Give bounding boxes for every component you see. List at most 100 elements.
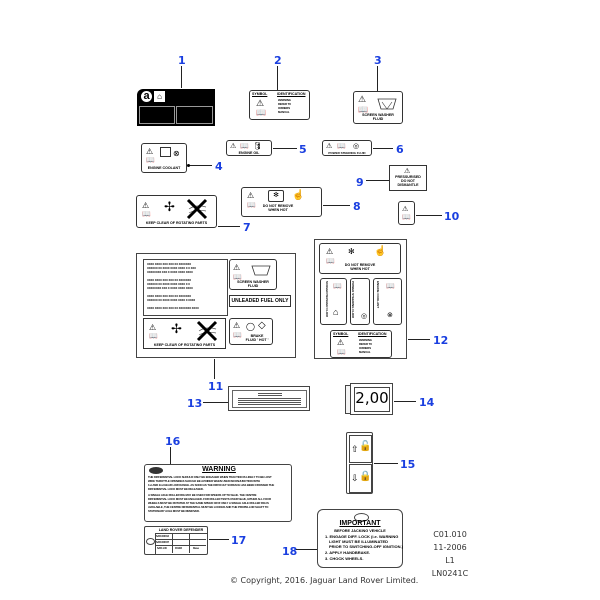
oil-can-icon: 🛢 <box>253 143 262 150</box>
leader-line-14 <box>394 401 416 402</box>
copyright-notice: © Copyright, 2016. Jaguar Land Rover Lim… <box>230 576 419 585</box>
line-refer: REFER TO <box>359 343 373 346</box>
steering-wheel-icon: ◎ <box>353 143 360 150</box>
grid-frame <box>155 533 207 554</box>
book-icon: 📖 <box>333 283 342 290</box>
warning-triangle-icon: ⚠ <box>326 247 334 256</box>
caption: KEEP CLEAR OF ROTATING PARTS <box>145 221 208 225</box>
label-12-sheet[interactable]: ⚠ 📖 ✻ ☝ DO NOT REMOVE WHEN HOT SCREEN WA… <box>314 239 407 359</box>
label-6-power-steering-fluid[interactable]: ⚠ 📖 ◎ POWER STEERING FLUID <box>322 140 372 156</box>
row-1: SAR-000012 <box>156 535 169 538</box>
washer-sub-label: ⚠ 📖 SCREEN WASHER FLUID <box>229 259 277 290</box>
label-13-plate[interactable] <box>228 386 310 411</box>
label-14-tyre-pressure[interactable]: 2,00 <box>345 383 393 415</box>
warning-line: A SINGLE AXLE ROLLER RIG MAY BE USED FOR… <box>148 494 257 497</box>
leader-line-15 <box>374 463 398 464</box>
label-2-symbol-identification[interactable]: SYMBOL IDENTIFICATION ⚠ 📖 WARNING REFER … <box>249 90 310 120</box>
windscreen-washer-icon: ⌂ <box>333 307 339 317</box>
warning-triangle-icon: ⚠ <box>149 323 157 332</box>
callout-8[interactable]: 8 <box>353 200 361 213</box>
callout-11[interactable]: 11 <box>208 380 224 393</box>
callout-13[interactable]: 13 <box>187 397 203 410</box>
callout-6[interactable]: 6 <box>396 143 404 156</box>
leader-line-2 <box>277 66 278 90</box>
label-9-pressurised[interactable]: ⚠ PRESSURISED DO NOT DISMANTLE <box>389 165 427 191</box>
callout-1[interactable]: 1 <box>178 54 186 67</box>
label-16-warning-diff-lock[interactable]: WARNING THE DIFFERENTIAL LOCK SHOULD ONL… <box>144 464 292 522</box>
warning-line: STATIONARY AXLE MUST BE REMOVED. <box>148 510 200 513</box>
rotating-sub-label: ⚠ 📖 ✢ KEEP CLEAR OF ROTATING PARTS <box>143 318 226 349</box>
callout-16[interactable]: 16 <box>165 435 181 448</box>
callout-3[interactable]: 3 <box>374 54 382 67</box>
line-refer: REFER TO <box>278 103 292 106</box>
radiator-cap-icon: ⊗ <box>387 312 393 319</box>
leader-line-6 <box>373 148 393 149</box>
label-4-engine-coolant[interactable]: ⚠ 📖 ⊗ ENGINE COOLANT <box>141 143 187 173</box>
identification-header: IDENTIFICATION <box>358 332 387 336</box>
leader-line-12 <box>408 339 430 340</box>
text-line: XXXX XXXX XXX XXX XX XXXXXXX <box>147 295 191 298</box>
callout-15[interactable]: 15 <box>400 458 416 471</box>
leader-line-16 <box>170 447 171 464</box>
callout-10[interactable]: 10 <box>444 210 460 223</box>
label-11-sheet[interactable]: XXXX XXXX XXX XXX XX XXXXXXX XXXXXX XX X… <box>136 253 296 358</box>
padlock-open-icon: 🔓 <box>359 441 372 452</box>
callout-14[interactable]: 14 <box>419 396 435 409</box>
callout-5[interactable]: 5 <box>299 143 307 156</box>
callout-4[interactable]: 4 <box>215 160 223 173</box>
label-18-important-jacking[interactable]: IMPORTANT BEFORE JACKING VEHICLE 1. ENGA… <box>317 509 403 568</box>
vertical-caption: POWER STEERING FLUID <box>351 281 355 319</box>
label-1-energy-rating[interactable]: a ⌂ <box>137 89 215 126</box>
line-manual: MANUAL <box>278 111 290 114</box>
do-not-remove-sub-label: ⚠ 📖 ✻ ☝ DO NOT REMOVE WHEN HOT <box>319 243 401 274</box>
label-17-vin-plate[interactable]: LAND ROVER DEFENDER SAR-000012 SAR-00004… <box>144 526 208 555</box>
callout-18[interactable]: 18 <box>282 545 298 558</box>
identification-header: IDENTIFICATION <box>277 92 306 96</box>
book-icon: 📖 <box>149 333 158 340</box>
prohibited-hand-icon <box>196 320 218 342</box>
label-15-lock-decals[interactable]: ⇧ 🔓 ⇩ 🔒 <box>346 432 373 494</box>
warning-triangle-icon: ⚠ <box>142 201 150 210</box>
caption-line-1: SCREEN WASHER <box>237 280 269 284</box>
book-icon: 📖 <box>402 214 411 221</box>
caption-line-2: WHEN HOT <box>350 267 370 271</box>
instruction-line: 2. APPLY HANDBRAKE. <box>325 550 371 555</box>
callout-7[interactable]: 7 <box>243 221 251 234</box>
fan-icon: ✢ <box>171 321 182 336</box>
plate-title: LAND ROVER DEFENDER <box>158 528 204 532</box>
book-icon: 📖 <box>142 211 151 218</box>
label-8-do-not-remove-hot[interactable]: ⚠ 📖 ✻ ☝ DO NOT REMOVE WHEN HOT <box>241 187 322 217</box>
callout-12[interactable]: 12 <box>433 334 449 347</box>
label-10-warning-book[interactable]: ⚠ 📖 <box>398 201 415 225</box>
grid-row-line <box>155 539 206 540</box>
caption-line-2: FLUID ' HOT ' <box>245 338 269 342</box>
label-7-keep-clear-rotating[interactable]: ⚠ 📖 ✢ KEEP CLEAR OF ROTATING PARTS <box>136 195 217 228</box>
plate-inner <box>232 390 307 408</box>
label-5-engine-oil[interactable]: ⚠ 📖 🛢 ENGINE OIL <box>226 140 272 156</box>
warning-triangle-icon: ⚠ <box>247 191 255 200</box>
instruction-line: 1. ENGAGE DIFF. LOCK (i.e. WARNING <box>325 534 399 539</box>
text-block: XXXX XXXX XXX XXX XX XXXXXXX XXXXXX XX X… <box>143 259 228 316</box>
caption-line-2: FLUID <box>372 117 384 121</box>
instruction-line: 3. CHOCK WHEELS. <box>325 556 364 561</box>
leader-line-13 <box>203 402 229 403</box>
caption-line-2: FLUID <box>247 284 259 288</box>
reference-code: C01.010 <box>433 530 467 539</box>
symbol-header: SYMBOL <box>333 332 349 336</box>
label-3-screen-washer[interactable]: ⚠ 📖 SCREEN WASHER FLUID <box>353 91 403 124</box>
leader-line-10 <box>416 215 442 216</box>
callout-17[interactable]: 17 <box>231 534 247 547</box>
callout-2[interactable]: 2 <box>274 54 282 67</box>
text-line <box>238 404 301 405</box>
text-line: XXXX XXXX XXX XXX XX XXXXXXX XXXX <box>147 307 199 310</box>
windscreen-washer-icon <box>377 98 397 110</box>
warning-triangle-icon: ⚠ <box>256 98 265 108</box>
book-icon: 📖 <box>233 274 242 281</box>
pressure-value: 2,00 <box>355 389 389 407</box>
callout-9[interactable]: 9 <box>356 176 364 189</box>
leader-line-5 <box>273 148 297 149</box>
hand-steam-icon: ☝ <box>292 190 305 201</box>
warning-triangle-icon: ⚠ <box>402 206 409 213</box>
text-line: XXXXXX XX XXXX XXXX XXXX X X <box>147 283 190 286</box>
brake-fluid-sub-label: ⚠ 📖 ◯ ◇ BRAKE FLUID ' HOT ' <box>229 318 273 345</box>
